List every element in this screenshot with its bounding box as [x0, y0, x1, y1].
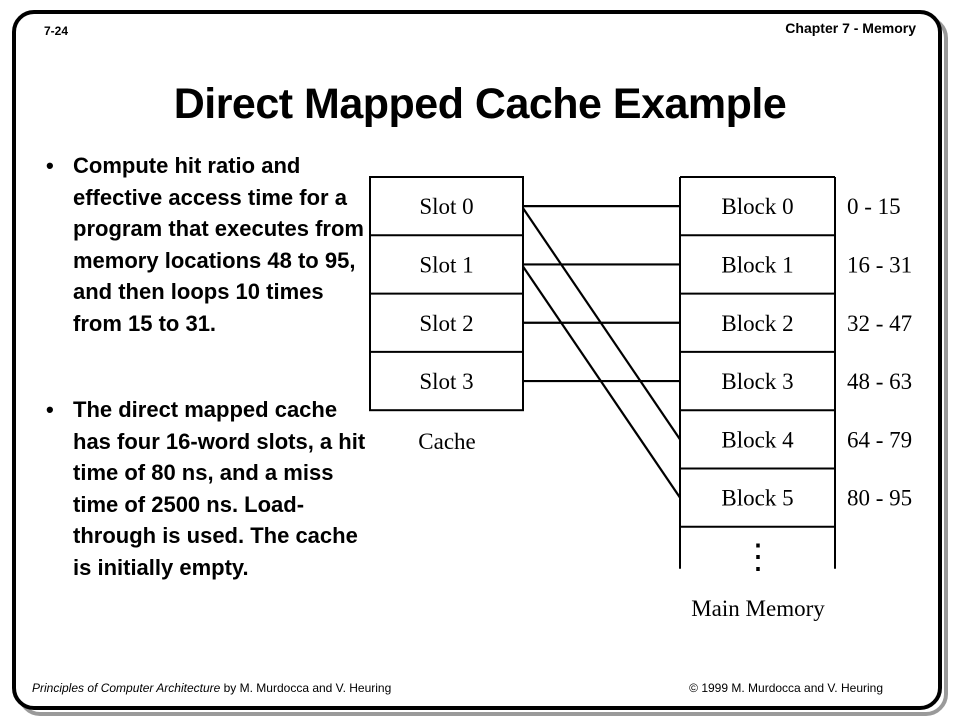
footer-copyright: © 1999 M. Murdocca and V. Heuring — [689, 681, 883, 695]
main-memory-label: Main Memory — [691, 596, 825, 621]
cache-slot-1: Slot 1 — [419, 252, 473, 277]
address-range-3: 48 - 63 — [847, 369, 912, 394]
cache-slot-0: Slot 0 — [419, 194, 473, 219]
bullet-dot: • — [46, 153, 54, 178]
memory-block-4: Block 4 — [721, 427, 794, 452]
bullet-dot: • — [46, 397, 54, 422]
memory-block-1: Block 1 — [721, 252, 793, 277]
memory-block-0: Block 0 — [721, 194, 793, 219]
mapping-line-slot0-block4 — [522, 207, 681, 440]
memory-block-3: Block 3 — [721, 369, 793, 394]
memory-block-2: Block 2 — [721, 311, 793, 336]
chapter-header: Chapter 7 - Memory — [785, 20, 916, 36]
address-range-1: 16 - 31 — [847, 252, 912, 277]
memory-block-5: Block 5 — [721, 486, 793, 511]
mapping-lines — [522, 205, 681, 499]
cache-label: Cache — [418, 429, 475, 454]
main-memory-blocks: Block 0 0 - 15 Block 1 16 - 31 Block 2 32 - 4… — [679, 176, 912, 569]
cache-slot-3: Slot 3 — [419, 369, 473, 394]
bullet-item-1: • Compute hit ratio and effective access… — [46, 150, 376, 339]
footer-authors: by M. Murdocca and V. Heuring — [220, 681, 392, 695]
cache-slot-2: Slot 2 — [419, 311, 473, 336]
bullet-text-2: The direct mapped cache has four 16-word… — [73, 397, 366, 580]
bullet-item-2: • The direct mapped cache has four 16-wo… — [46, 394, 376, 583]
footer-book-credit: Principles of Computer Architecture by M… — [32, 681, 391, 695]
bullet-text-1: Compute hit ratio and effective access t… — [73, 153, 364, 336]
footer-book-title: Principles of Computer Architecture — [32, 681, 221, 695]
mapping-line-slot1-block5 — [522, 265, 681, 499]
address-range-5: 80 - 95 — [847, 486, 912, 511]
address-range-4: 64 - 79 — [847, 427, 912, 452]
cache-slots: Slot 0 Slot 1 Slot 2 Slot 3 — [369, 176, 524, 412]
page-number: 7-24 — [44, 24, 69, 38]
address-range-0: 0 - 15 — [847, 194, 901, 219]
memory-ellipsis: ⋮ — [741, 539, 775, 576]
address-range-2: 32 - 47 — [847, 311, 912, 336]
slide-frame — [12, 10, 942, 710]
slide-title: Direct Mapped Cache Example — [173, 80, 787, 128]
